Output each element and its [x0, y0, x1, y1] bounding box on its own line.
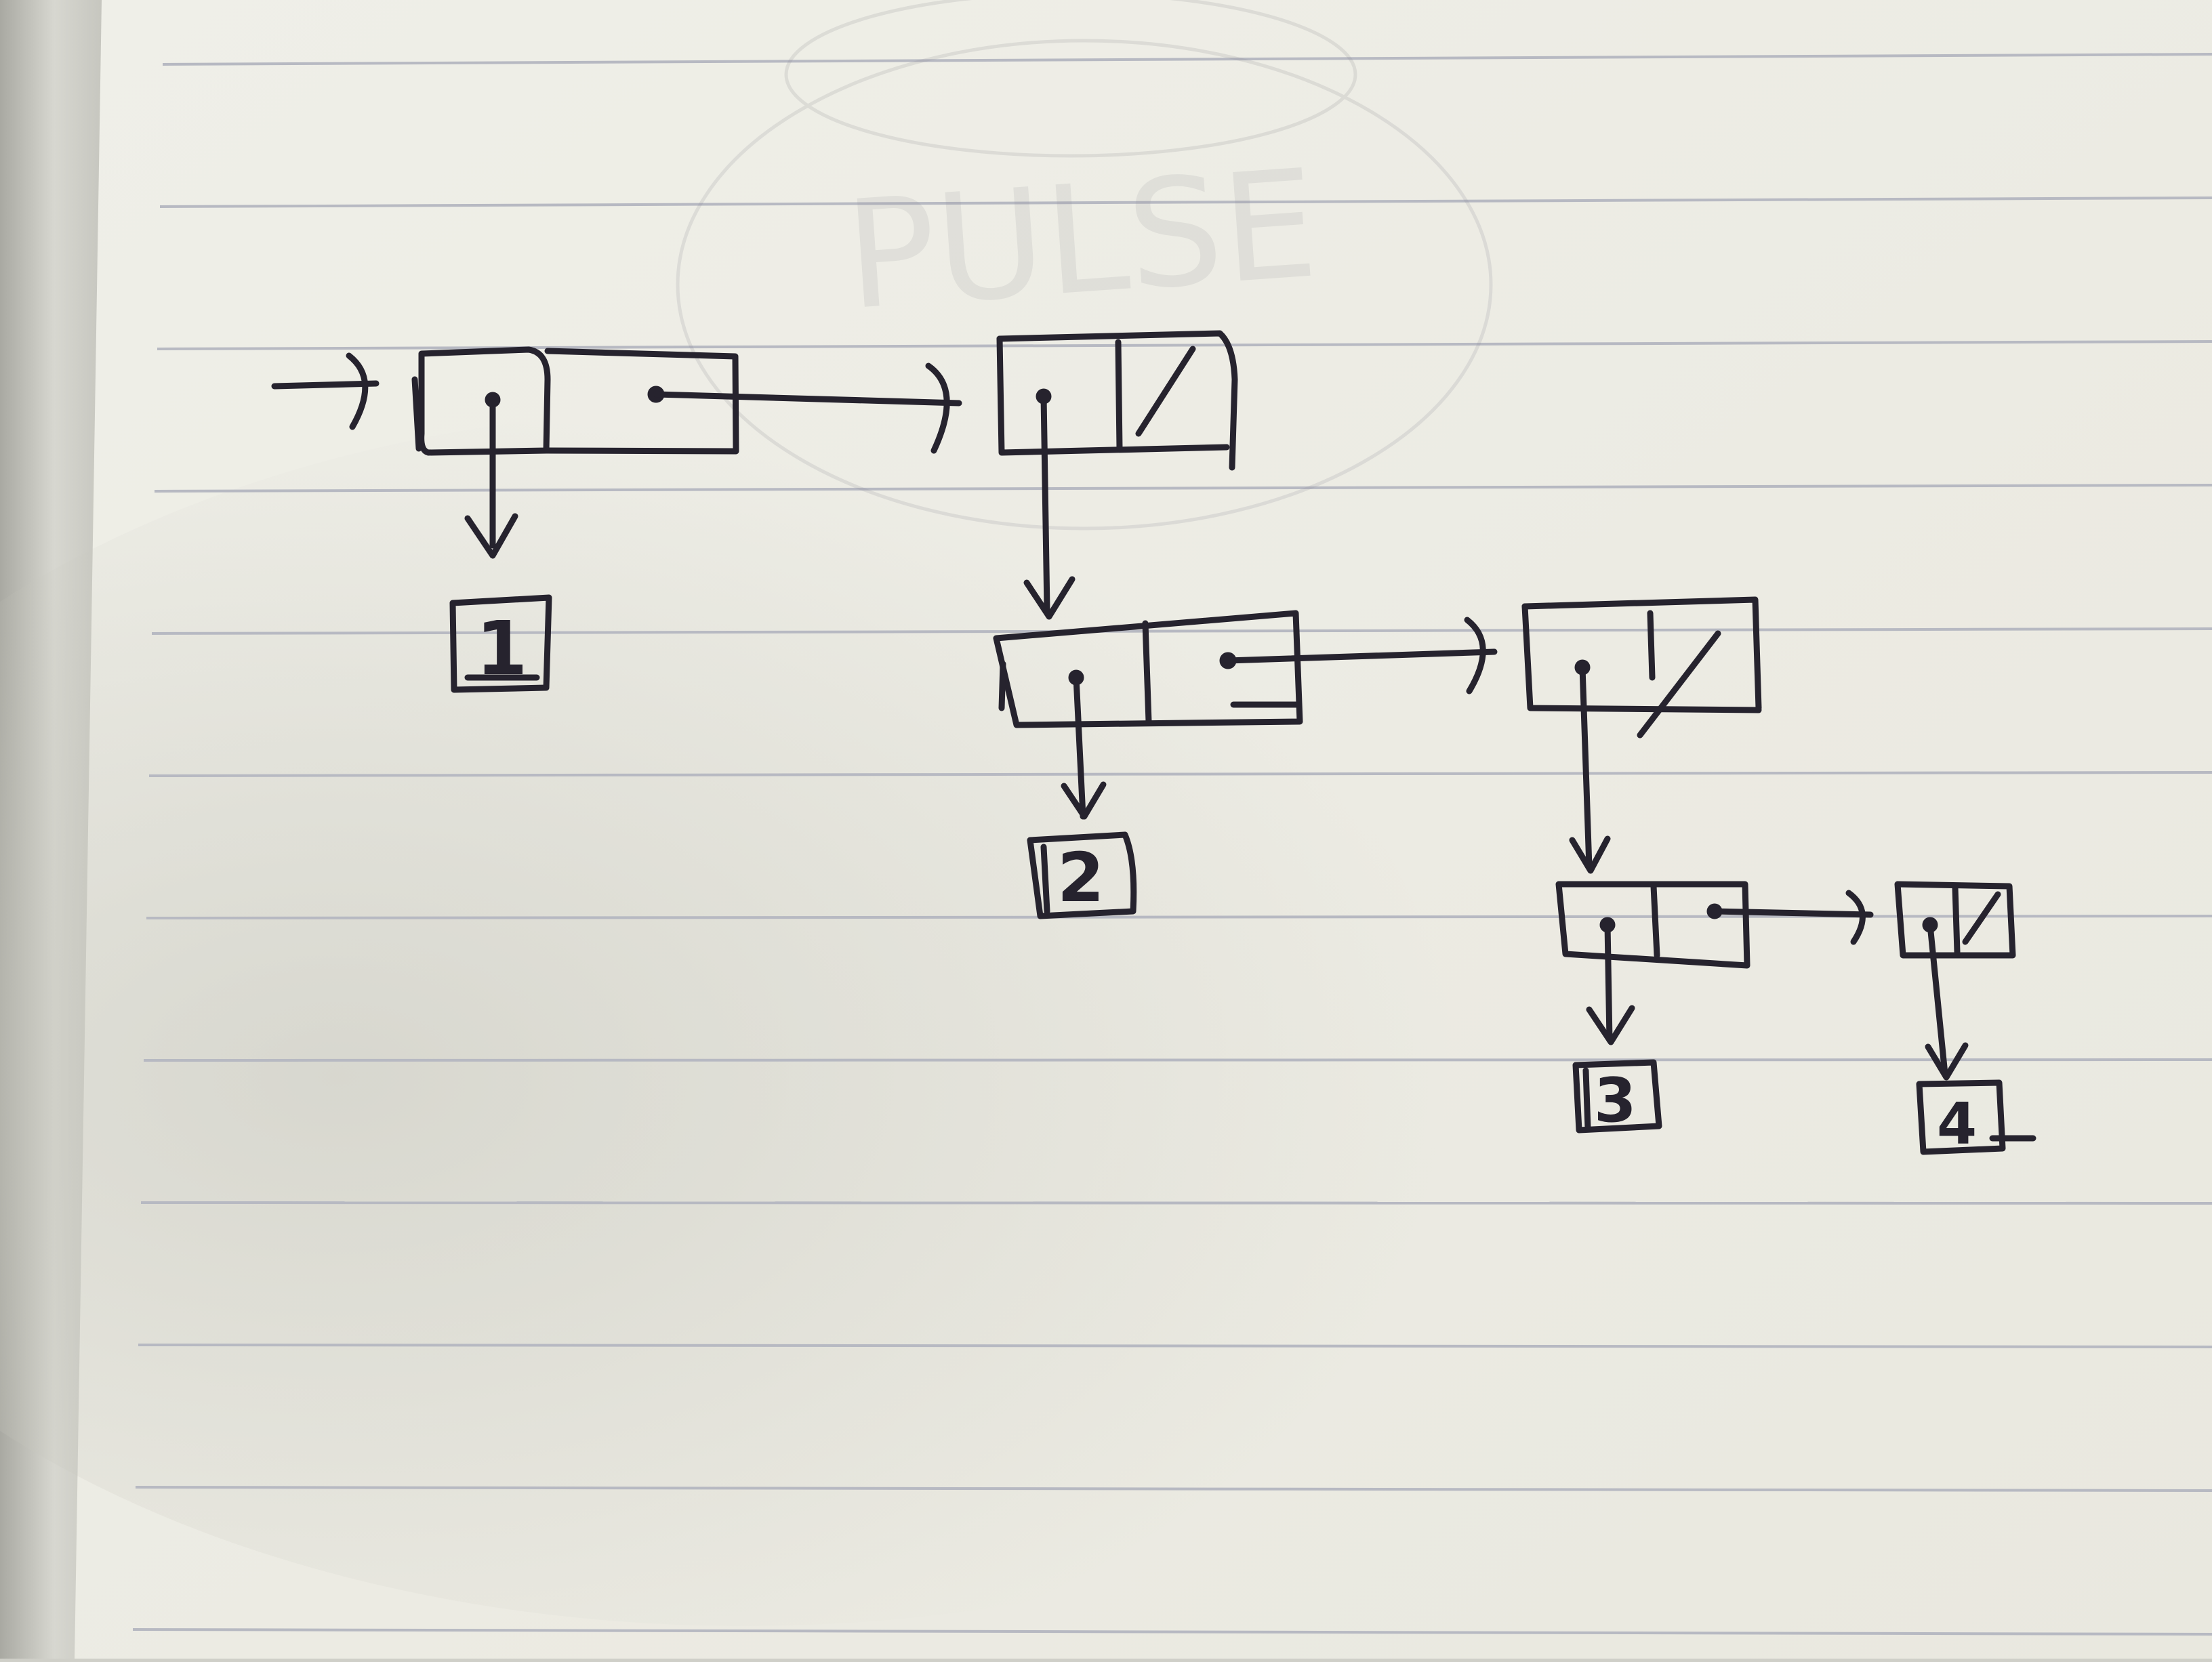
car-pointer-a	[464, 392, 518, 559]
car-pointer-e	[1586, 917, 1635, 1045]
ruled-line	[154, 484, 2212, 493]
ruled-line	[151, 627, 2212, 635]
erased-background-doodle: PULSE	[676, 0, 1493, 531]
cons-cell-e	[1555, 881, 1750, 969]
null-slash-d	[1637, 630, 1721, 739]
entry-arrow	[271, 352, 380, 430]
cdr-pointer-c	[1219, 617, 1498, 694]
ruled-line	[140, 1201, 2212, 1205]
null-slash-f	[1962, 891, 2001, 945]
value-box-4: 4	[1916, 1079, 2036, 1158]
car-pointer-d	[1569, 659, 1611, 874]
null-slash-b	[1135, 346, 1196, 437]
cons-cell-c	[993, 610, 1303, 728]
value-label-4: 4	[1937, 1091, 1977, 1158]
value-box-1: 1	[449, 594, 552, 693]
value-box-2: 2	[1027, 831, 1137, 919]
cdr-pointer-a	[647, 362, 962, 454]
cons-cell-d	[1521, 596, 1762, 739]
linked-list-diagram: 1	[271, 330, 2036, 1158]
ruled-line	[138, 1343, 2212, 1348]
car-pointer-f	[1922, 917, 1969, 1081]
cons-cell-a	[411, 346, 739, 456]
car-pointer-c	[1061, 669, 1107, 820]
cons-cell-f	[1894, 881, 2016, 959]
ruled-line	[146, 915, 2212, 919]
value-label-1: 1	[476, 605, 528, 692]
car-pointer-b	[1023, 388, 1076, 620]
ruled-line	[148, 771, 2212, 777]
ruled-line	[157, 340, 2212, 350]
value-label-2: 2	[1057, 838, 1105, 917]
cons-cell-a-cdr	[543, 348, 739, 455]
lighting-shadow	[0, 407, 1762, 1626]
value-label-3: 3	[1594, 1065, 1637, 1136]
cons-cell-b	[996, 330, 1238, 471]
value-box-3: 3	[1572, 1059, 1662, 1136]
faint-scribble-text: PULSE	[840, 137, 1322, 343]
cdr-pointer-e	[1706, 890, 1874, 945]
ruled-lines	[132, 53, 2212, 1636]
